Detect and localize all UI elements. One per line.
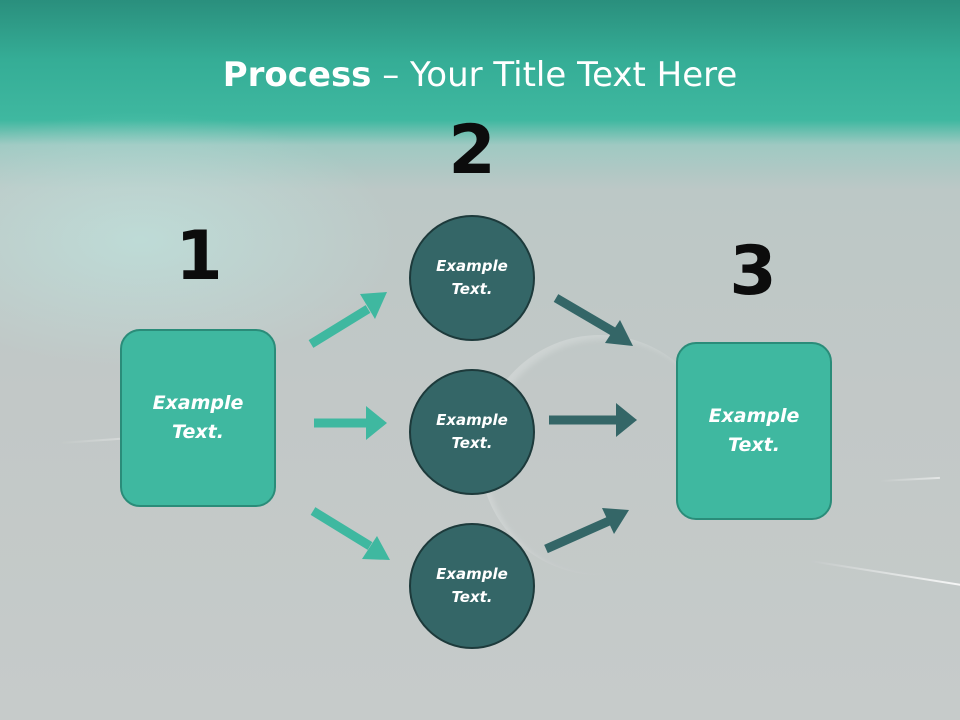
arrow-bottom-to-3 (544, 508, 629, 554)
arrow-top-to-3 (553, 294, 633, 346)
step-2-node-bottom: Example Text. (409, 523, 535, 649)
step-2-node-middle: Example Text. (409, 369, 535, 495)
step-number-2: 2 (448, 111, 496, 190)
node-text: Example Text. (436, 565, 508, 606)
step-1-box: Example Text. (120, 329, 276, 507)
arrow-1-to-top (308, 292, 387, 348)
node-text: Example Text. (436, 257, 508, 298)
title-bold: Process (222, 55, 372, 95)
node-text: Example Text. (436, 411, 508, 452)
step-1-text: Example Text. (152, 392, 244, 443)
step-number-3: 3 (729, 232, 777, 311)
step-number-1: 1 (175, 217, 223, 296)
arrow-1-to-bottom (310, 507, 390, 560)
step-3-text: Example Text. (708, 405, 800, 456)
step-3-box: Example Text. (676, 342, 832, 520)
arrow-1-to-middle (314, 406, 387, 440)
slide-title: Process – Your Title Text Here (0, 52, 960, 98)
arrow-middle-to-3 (549, 403, 637, 437)
step-2-node-top: Example Text. (409, 215, 535, 341)
title-rest: – Your Title Text Here (371, 55, 738, 95)
